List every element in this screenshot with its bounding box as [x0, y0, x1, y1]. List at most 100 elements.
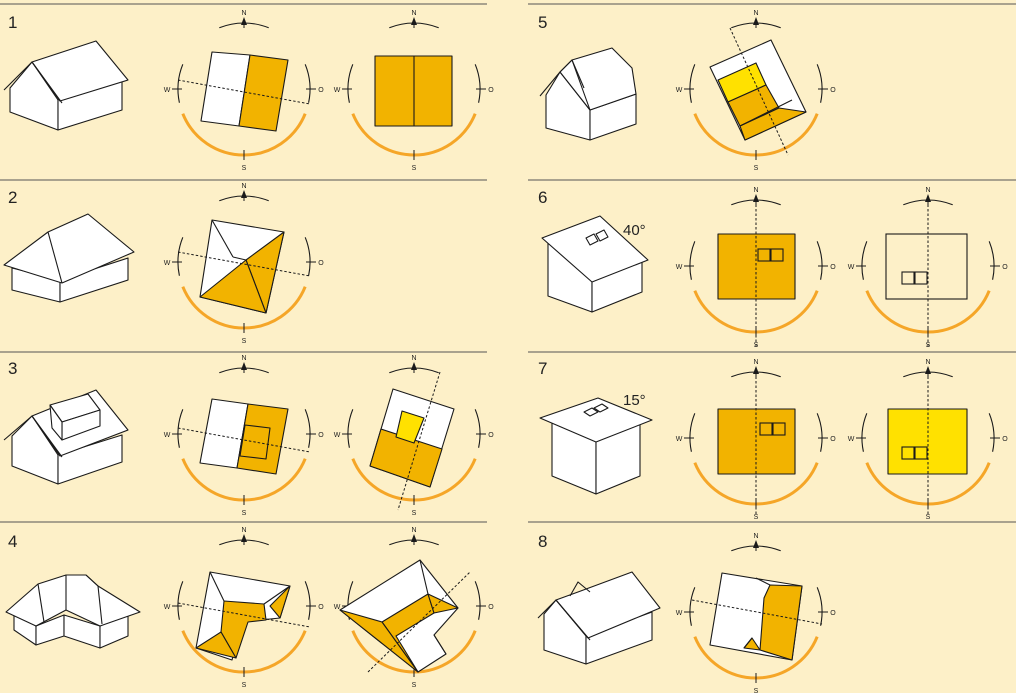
house-l-shaped-roof	[5, 574, 141, 649]
east-arc	[816, 587, 823, 626]
compass-south-label: S	[242, 165, 247, 172]
east-arc	[304, 64, 311, 103]
compass-south-label: S	[242, 338, 247, 345]
compass-north-label: N	[411, 355, 416, 362]
compass-north-label: N	[241, 527, 246, 534]
north-arrow-icon	[753, 366, 759, 374]
house-gable-roof	[3, 40, 129, 131]
west-arc	[861, 413, 868, 452]
compass-west-label: W	[676, 87, 683, 94]
east-arc	[816, 241, 823, 280]
compass-west-label: W	[334, 604, 341, 611]
compass-west-label: W	[676, 610, 683, 617]
compass-south-label: S	[412, 682, 417, 689]
compass-west-label: W	[676, 436, 683, 443]
roof-angle-label-6: 40°	[623, 222, 646, 239]
compass: N S W O	[334, 355, 495, 517]
north-arrow-icon	[925, 366, 931, 374]
east-arc	[988, 413, 995, 452]
compass-west-label: W	[164, 432, 171, 439]
compass-east-label: O	[1002, 436, 1008, 443]
west-arc	[861, 241, 868, 280]
compass-east-label: O	[830, 436, 836, 443]
compass-north-label: N	[925, 359, 930, 366]
compass-north-label: N	[241, 10, 246, 17]
compass-east-label: O	[318, 604, 324, 611]
compass: N S W O	[164, 527, 325, 689]
plan-3b	[369, 371, 455, 511]
east-arc	[304, 581, 311, 620]
compass-west-label: W	[164, 87, 171, 94]
plan-6a	[717, 233, 796, 300]
plan-2	[177, 219, 311, 314]
compass-west-label: W	[848, 436, 855, 443]
north-arrow-icon	[411, 17, 417, 25]
plan-6b	[885, 233, 968, 300]
east-arc	[474, 409, 481, 448]
east-arc	[816, 64, 823, 103]
north-arrow-icon	[753, 540, 759, 548]
compass-west-label: W	[334, 87, 341, 94]
compass-south-label: S	[242, 510, 247, 517]
plan-4b	[339, 559, 471, 673]
row-number-4: 4	[8, 532, 17, 551]
plan-5	[709, 27, 807, 156]
row-number-5: 5	[538, 13, 547, 32]
compass-east-label: O	[318, 432, 324, 439]
row-number-1: 1	[8, 13, 17, 32]
plan-3a	[177, 398, 311, 475]
compass: N S W O	[164, 10, 325, 172]
compass-west-label: W	[164, 604, 171, 611]
west-arc	[347, 409, 354, 448]
compass-west-label: W	[334, 432, 341, 439]
compass-east-label: O	[488, 432, 494, 439]
west-arc	[689, 413, 696, 452]
north-arrow-icon	[411, 534, 417, 542]
compass-east-label: O	[318, 87, 324, 94]
meridian-lines	[755, 200, 929, 516]
compass-east-label: O	[830, 264, 836, 271]
compass-north-label: N	[411, 10, 416, 17]
row-number-3: 3	[8, 359, 17, 378]
compass-north-label: N	[753, 10, 758, 17]
compass-north-label: N	[925, 187, 930, 194]
compass-east-label: O	[318, 260, 324, 267]
west-arc	[177, 237, 184, 276]
house-steep-mono-roof	[541, 215, 649, 313]
north-arrow-icon	[753, 17, 759, 25]
house-low-pitch-roof	[539, 397, 653, 495]
house-cross-gable-roof	[537, 571, 661, 665]
compass-south-label: S	[754, 165, 759, 172]
compass-south-label: S	[754, 688, 759, 693]
west-arc	[177, 64, 184, 103]
compass-south-label: S	[754, 514, 759, 521]
west-arc	[689, 241, 696, 280]
house-gambrel-roof	[539, 47, 637, 141]
north-arrow-icon	[241, 362, 247, 370]
north-arrow-icon	[241, 534, 247, 542]
compass-west-label: W	[848, 264, 855, 271]
compass-east-label: O	[488, 604, 494, 611]
north-arrow-icon	[753, 194, 759, 202]
compass-north-label: N	[241, 183, 246, 190]
compass-north-label: N	[753, 533, 758, 540]
north-arrow-icon	[241, 190, 247, 198]
west-arc	[177, 581, 184, 620]
compass-north-label: N	[411, 527, 416, 534]
plan-1a	[177, 51, 311, 132]
compass-north-label: N	[753, 359, 758, 366]
row-number-7: 7	[538, 359, 547, 378]
compass-south-label: S	[412, 510, 417, 517]
compass-east-label: O	[830, 87, 836, 94]
separators	[0, 3, 1016, 523]
east-arc	[474, 581, 481, 620]
plan-1b	[374, 55, 453, 127]
east-arc	[304, 237, 311, 276]
compass-north-label: N	[241, 355, 246, 362]
compass-south-label: S	[242, 682, 247, 689]
north-arrow-icon	[925, 194, 931, 202]
east-arc	[474, 64, 481, 103]
